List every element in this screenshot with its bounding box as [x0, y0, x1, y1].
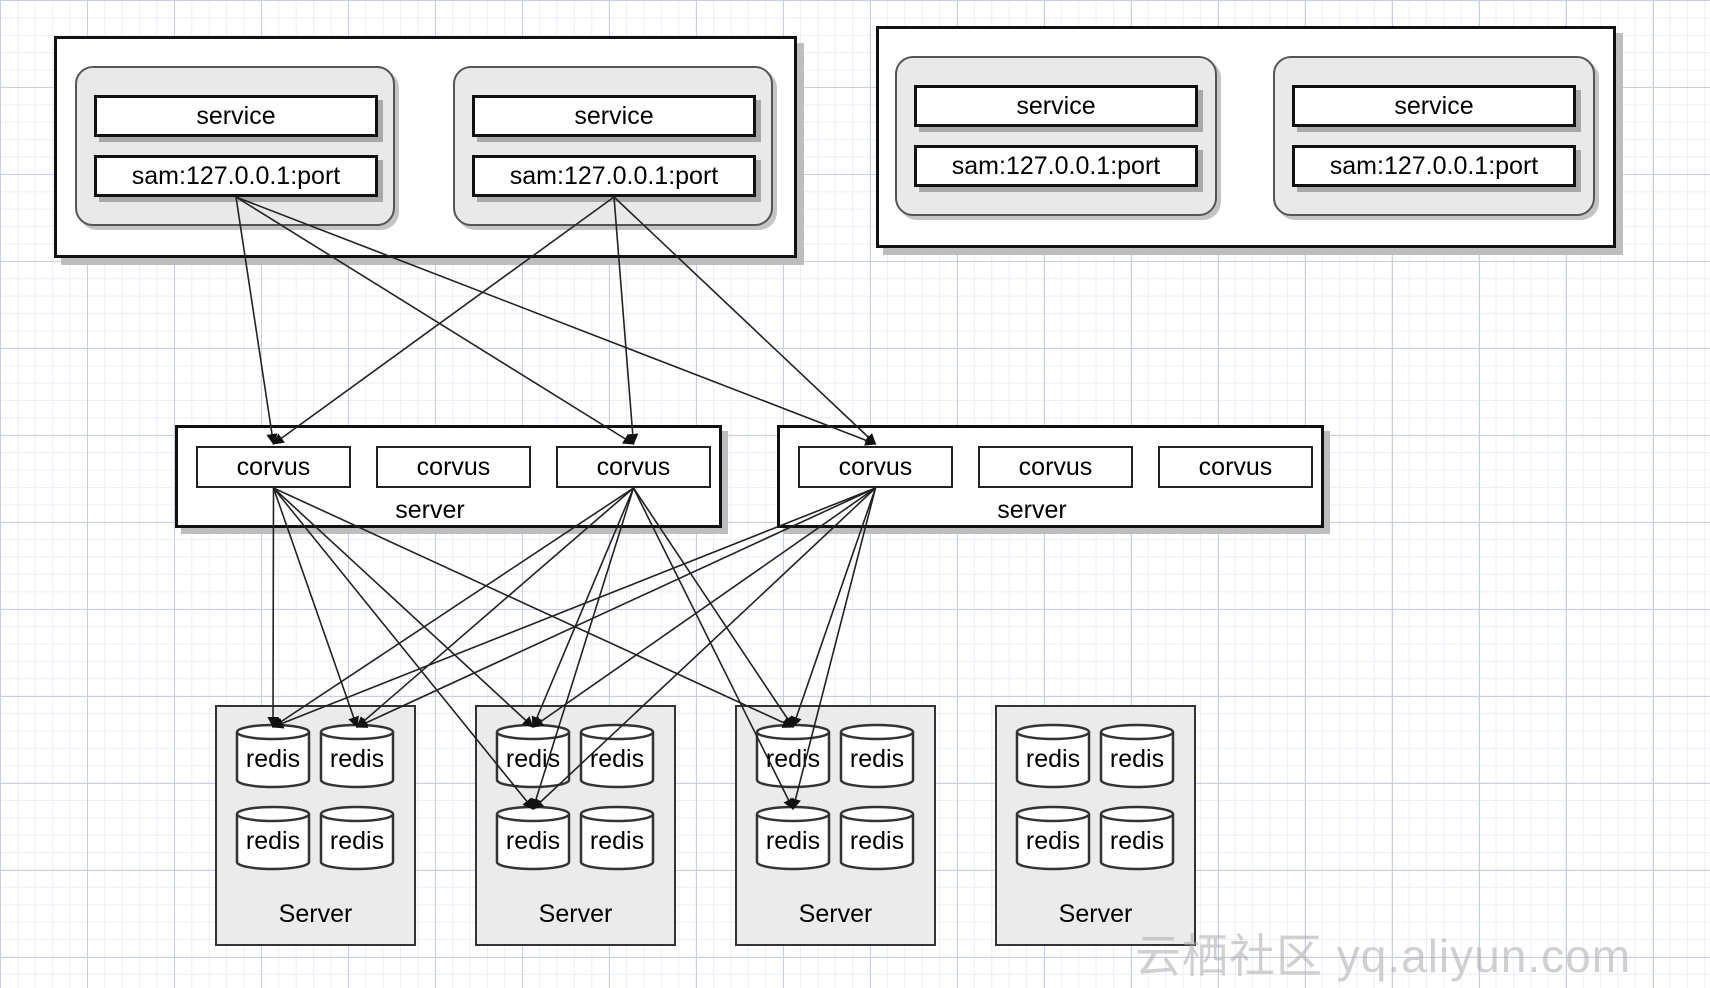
service-address: sam:127.0.0.1:port — [472, 155, 756, 197]
redis-server-label: Server — [1058, 900, 1133, 928]
corvus-proxy: corvus — [1158, 446, 1313, 488]
redis-node: redis — [235, 723, 311, 789]
service-group — [75, 66, 395, 226]
redis-server-label: Server — [538, 900, 613, 928]
redis-label: redis — [1025, 745, 1081, 773]
redis-node: redis — [839, 723, 915, 789]
redis-label: redis — [589, 827, 645, 855]
service-group — [895, 56, 1217, 216]
service-address: sam:127.0.0.1:port — [914, 145, 1198, 187]
corvus-proxy: corvus — [376, 446, 531, 488]
redis-node: redis — [319, 723, 395, 789]
redis-node: redis — [1099, 805, 1175, 871]
service-name: service — [94, 95, 378, 137]
redis-label: redis — [849, 827, 905, 855]
redis-node: redis — [1015, 805, 1091, 871]
database-icon — [839, 805, 915, 871]
service-name: service — [1292, 85, 1576, 127]
redis-label: redis — [849, 745, 905, 773]
service-group — [453, 66, 773, 226]
redis-node: redis — [235, 805, 311, 871]
redis-node: redis — [579, 723, 655, 789]
redis-node: redis — [1015, 723, 1091, 789]
database-icon — [1099, 805, 1175, 871]
redis-node: redis — [755, 805, 831, 871]
redis-label: redis — [1025, 827, 1081, 855]
corvus-proxy: corvus — [196, 446, 351, 488]
redis-node: redis — [579, 805, 655, 871]
redis-label: redis — [245, 827, 301, 855]
database-icon — [1015, 805, 1091, 871]
proxy-server-label: server — [395, 496, 465, 524]
corvus-proxy: corvus — [556, 446, 711, 488]
service-address: sam:127.0.0.1:port — [94, 155, 378, 197]
redis-label: redis — [765, 745, 821, 773]
corvus-proxy: corvus — [798, 446, 953, 488]
database-icon — [755, 805, 831, 871]
database-icon — [1015, 723, 1091, 789]
proxy-server-label: server — [997, 496, 1067, 524]
redis-label: redis — [505, 745, 561, 773]
redis-server-label: Server — [798, 900, 873, 928]
redis-label: redis — [765, 827, 821, 855]
database-icon — [1099, 723, 1175, 789]
service-name: service — [472, 95, 756, 137]
redis-node: redis — [1099, 723, 1175, 789]
database-icon — [235, 805, 311, 871]
redis-label: redis — [1109, 745, 1165, 773]
redis-label: redis — [329, 827, 385, 855]
watermark: 云栖社区 yq.aliyun.com — [1135, 930, 1632, 982]
redis-label: redis — [1109, 827, 1165, 855]
redis-node: redis — [755, 723, 831, 789]
service-address: sam:127.0.0.1:port — [1292, 145, 1576, 187]
redis-server-label: Server — [278, 900, 353, 928]
redis-node: redis — [319, 805, 395, 871]
redis-label: redis — [329, 745, 385, 773]
service-name: service — [914, 85, 1198, 127]
redis-label: redis — [505, 827, 561, 855]
redis-node: redis — [495, 805, 571, 871]
redis-label: redis — [589, 745, 645, 773]
service-group — [1273, 56, 1595, 216]
redis-node: redis — [495, 723, 571, 789]
redis-label: redis — [245, 745, 301, 773]
database-icon — [579, 805, 655, 871]
corvus-proxy: corvus — [978, 446, 1133, 488]
redis-node: redis — [839, 805, 915, 871]
